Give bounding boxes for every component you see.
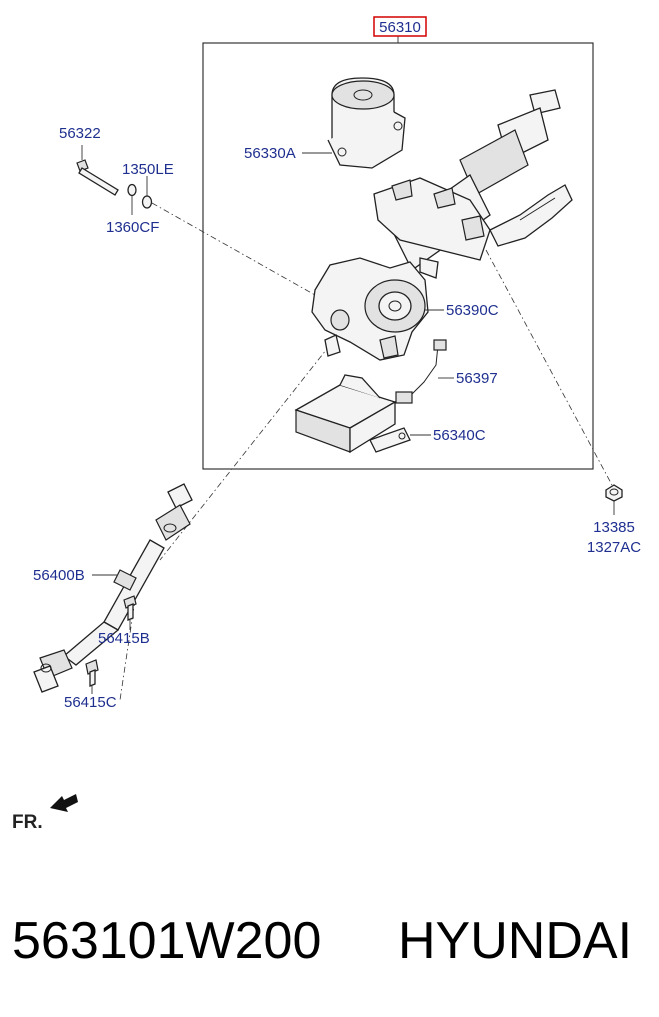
callout-1360cf[interactable]: 1360CF — [106, 219, 159, 236]
intermediate-shaft — [33, 483, 193, 693]
callout-1327ac[interactable]: 1327AC — [587, 539, 641, 556]
callout-56322[interactable]: 56322 — [59, 125, 101, 142]
callout-56415b[interactable]: 56415B — [98, 630, 150, 647]
upper-shaft-bolt — [123, 595, 137, 621]
callout-56397[interactable]: 56397 — [456, 370, 498, 387]
column-bolt — [76, 159, 119, 196]
washer-1360cf — [141, 195, 153, 209]
eps-motor — [327, 77, 406, 169]
bolt-alignment-line — [151, 202, 316, 296]
flange-nut — [605, 484, 623, 502]
nut-alignment-line — [485, 249, 613, 486]
callout-13385[interactable]: 13385 — [593, 519, 635, 536]
reduction-gear-housing — [311, 257, 429, 361]
callout-56330a[interactable]: 56330A — [244, 145, 296, 162]
washer-1350le — [127, 183, 137, 197]
ecu-module — [294, 374, 411, 454]
callout-56415c[interactable]: 56415C — [64, 694, 117, 711]
callout-56400b[interactable]: 56400B — [33, 567, 85, 584]
shaft-alignment-line — [159, 344, 331, 561]
callout-56390c[interactable]: 56390C — [446, 302, 499, 319]
sensor-harness — [395, 339, 447, 404]
callout-56340c[interactable]: 56340C — [433, 427, 486, 444]
steering-column — [373, 89, 573, 279]
part-number: 563101W200 — [12, 912, 321, 970]
front-orientation-label: FR. — [12, 812, 43, 833]
assembly-highlight-box — [373, 16, 427, 37]
callout-56310[interactable]: 56310 — [379, 19, 421, 36]
callout-1350le[interactable]: 1350LE — [122, 161, 174, 178]
front-arrow-icon — [50, 794, 78, 812]
brand-name: HYUNDAI — [398, 912, 632, 970]
lower-shaft-bolt — [85, 659, 99, 687]
